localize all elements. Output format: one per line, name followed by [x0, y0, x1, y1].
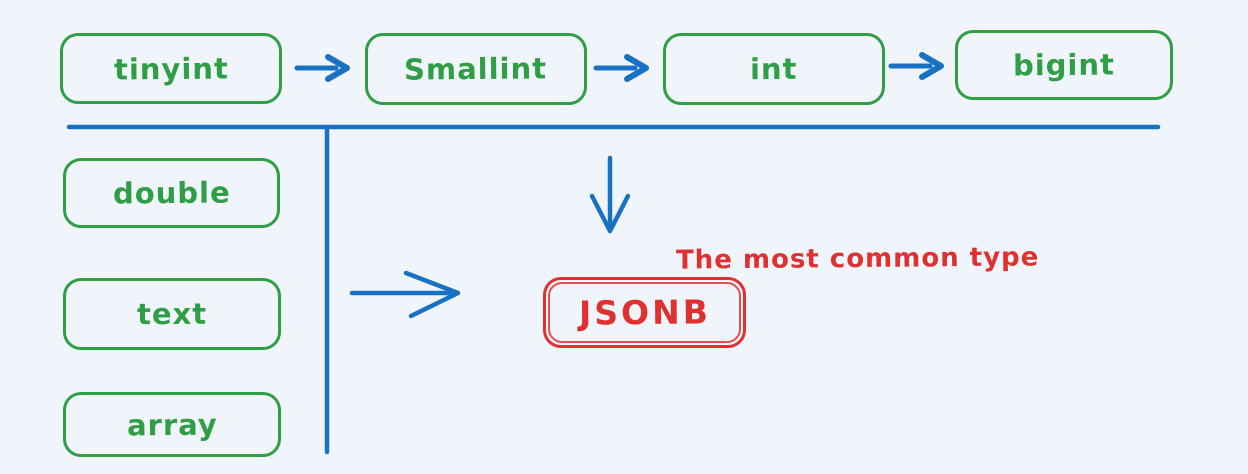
arrow-tinyint-to-smallint	[294, 54, 350, 82]
node-smallint: Smallint	[365, 33, 587, 105]
node-text-label: text	[136, 296, 208, 332]
right-arrow	[349, 270, 461, 319]
node-jsonb: JSONB	[543, 277, 746, 348]
node-double: double	[63, 158, 280, 228]
node-tinyint: tinyint	[60, 33, 282, 104]
arrow-int-to-bigint	[888, 52, 944, 80]
node-text: text	[63, 278, 281, 350]
node-smallint-label: Smallint	[404, 51, 548, 87]
node-int: int	[663, 33, 885, 105]
node-tinyint-label: tinyint	[113, 50, 229, 87]
node-array-label: array	[126, 407, 218, 442]
node-jsonb-label: JSONB	[578, 292, 711, 333]
arrow-smallint-to-int	[593, 54, 649, 82]
node-bigint-label: bigint	[1012, 47, 1116, 83]
node-array: array	[63, 392, 281, 457]
node-bigint: bigint	[955, 30, 1173, 100]
down-arrow	[589, 155, 631, 234]
node-double-label: double	[112, 175, 231, 211]
jsonb-annotation: The most common type	[675, 242, 1040, 276]
node-int-label: int	[750, 51, 798, 87]
